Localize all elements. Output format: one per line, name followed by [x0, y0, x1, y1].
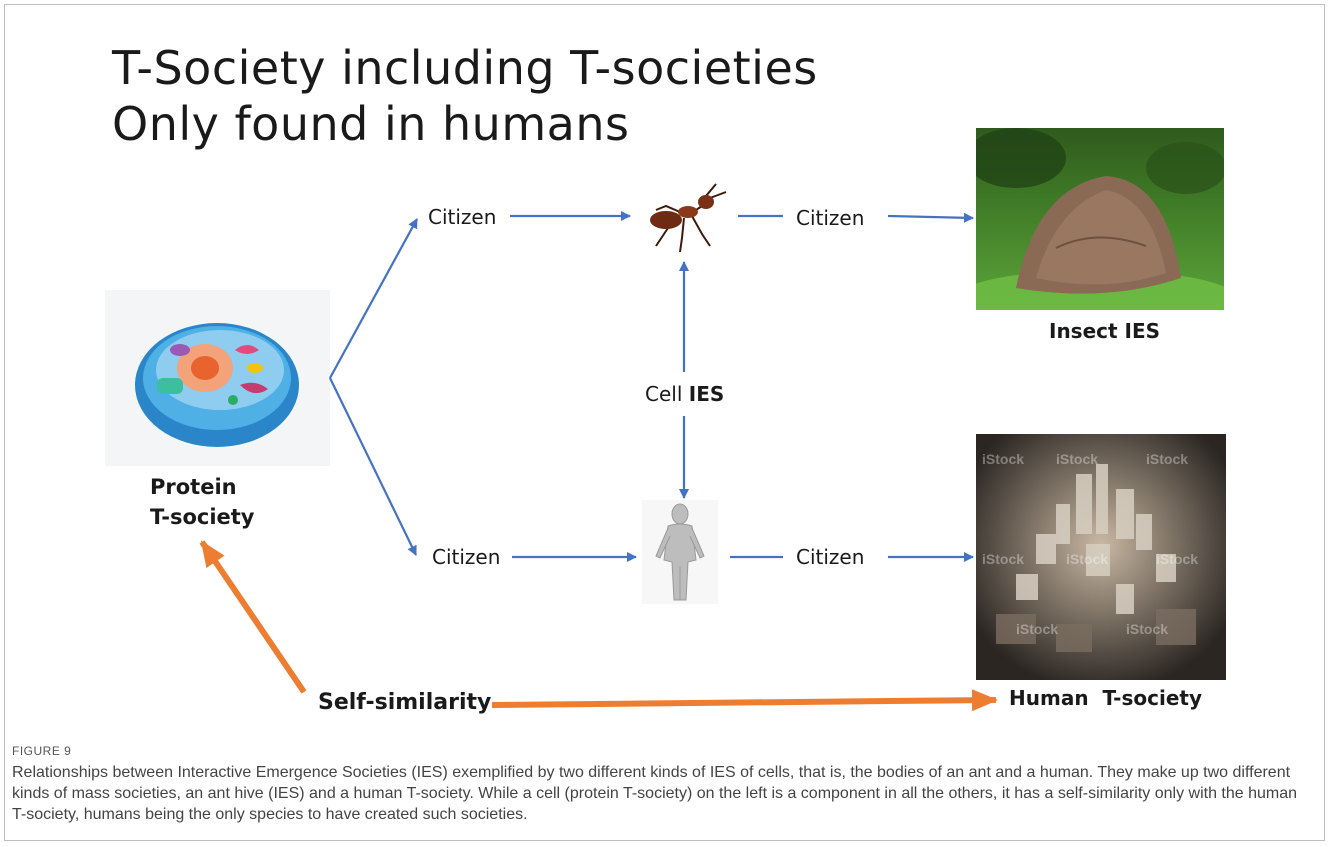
- citizen-top-left-label: Citizen: [428, 205, 496, 229]
- insect-ies-label: Insect IES: [1049, 319, 1160, 343]
- cell-ies-label: Cell IES: [645, 382, 724, 406]
- human-t-society-label: Human T-society: [1009, 686, 1202, 710]
- figure-caption: Relationships between Interactive Emerge…: [12, 762, 1312, 825]
- arrow-citizen-to-anthill: [888, 216, 973, 218]
- cell-ies-bold: IES: [689, 382, 725, 406]
- citizen-top-right-label: Citizen: [796, 206, 864, 230]
- arrow-cell-to-citizen-top: [330, 219, 417, 378]
- cell-ies-prefix: Cell: [645, 382, 682, 406]
- citizen-bottom-right-label: Citizen: [796, 545, 864, 569]
- arrow-self-similarity-to-human-society: [492, 700, 996, 705]
- citizen-bottom-left-label: Citizen: [432, 545, 500, 569]
- arrow-cell-to-citizen-bottom: [330, 378, 416, 555]
- figure-number: FIGURE 9: [12, 744, 71, 758]
- protein-line-2: T-society: [150, 502, 255, 532]
- protein-t-society-label: Protein T-society: [150, 472, 255, 532]
- self-similarity-label: Self-similarity: [318, 690, 491, 715]
- arrow-self-similarity-to-protein: [202, 542, 304, 692]
- protein-line-1: Protein: [150, 472, 255, 502]
